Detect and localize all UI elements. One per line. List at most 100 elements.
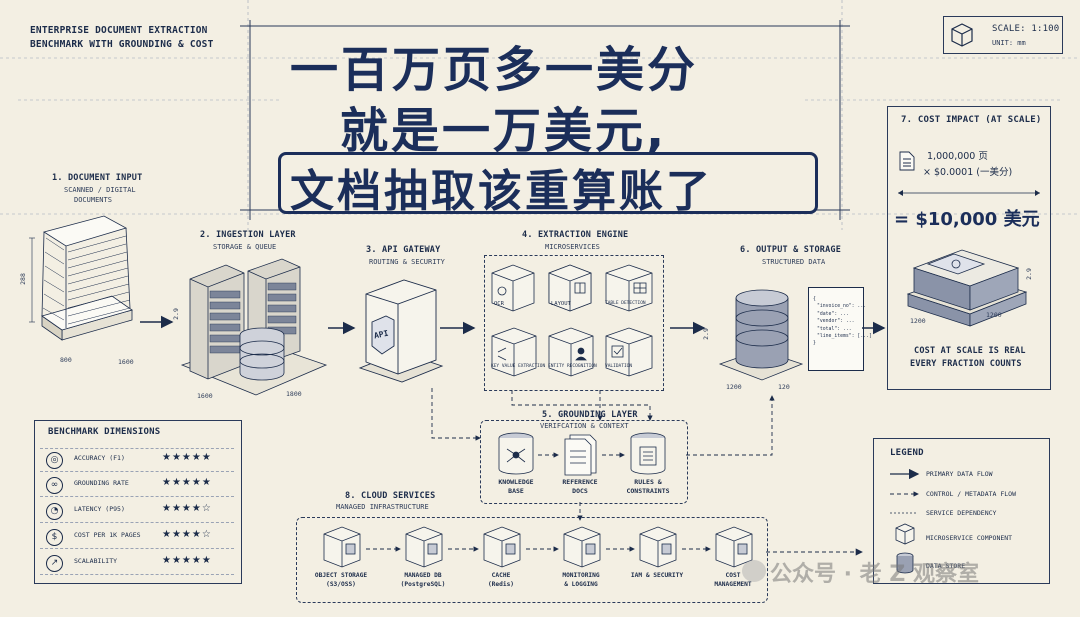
cost-title: 7. COST IMPACT (AT SCALE) — [901, 115, 1042, 125]
header-line-2: BENCHMARK WITH GROUNDING & COST — [30, 39, 214, 50]
json-line: "date": ... — [817, 311, 849, 317]
grounding-frame — [480, 420, 688, 504]
ingestion-dim-width: 1600 — [197, 392, 213, 400]
benchmark-panel — [34, 420, 242, 584]
title-line-1: 一百万页多一美分 — [290, 42, 699, 98]
star-rating: ★★★★☆ — [162, 529, 212, 540]
scale-box: SCALE: 1:100 UNIT: mm — [943, 16, 1063, 54]
cloud-service-sublabel: (PostgreSQL) — [400, 581, 446, 588]
benchmark-row: ◎ACCURACY (F1)★★★★★ — [40, 448, 234, 472]
output-title: 6. OUTPUT & STORAGE — [740, 245, 842, 255]
check-icon — [611, 345, 624, 358]
json-line: "invoice_no": ... — [817, 304, 867, 310]
json-output-document: {"invoice_no": ..."date": ..."vendor": .… — [808, 287, 872, 371]
api-title: 3. API GATEWAY — [366, 245, 441, 255]
cloud-service-label: CACHE — [491, 572, 511, 579]
engine-module-label: TABLE DETECTION — [605, 301, 646, 306]
api-sub: ROUTING & SECURITY — [369, 258, 445, 266]
engine-title: 4. EXTRACTION ENGINE — [522, 230, 629, 240]
grounding-title: 5. GROUNDING LAYER — [540, 410, 640, 420]
legend-data-store: DATA STORE — [926, 562, 966, 570]
engine-module-label: VALIDATION — [605, 364, 633, 369]
cost-dim-depth: 1200 — [986, 311, 1002, 319]
doc-input-title: 1. DOCUMENT INPUT — [52, 173, 143, 183]
benchmark-title: BENCHMARK DIMENSIONS — [48, 427, 161, 437]
grounding-item-3-label-a: RULES & — [634, 478, 662, 486]
legend-control-flow: CONTROL / METADATA FLOW — [926, 490, 1017, 498]
cloud-title: 8. CLOUD SERVICES — [345, 491, 436, 501]
engine-module-label: OCR — [494, 301, 504, 307]
cloud-service-label: OBJECT STORAGE — [314, 572, 368, 579]
title-line-3: 文档抽取该重算账了 — [290, 166, 713, 217]
legend-title: LEGEND — [890, 448, 924, 458]
cache-icon — [483, 526, 521, 568]
cloud-service-label: COST — [725, 572, 741, 579]
cloud-service-sublabel: MANAGEMENT — [714, 581, 752, 588]
grid-icon — [548, 264, 592, 312]
cube-icon — [951, 23, 973, 47]
benchmark-row-label: ACCURACY (F1) — [74, 454, 125, 462]
gauge-icon: ◔ — [46, 503, 63, 520]
title-line-3-frame — [278, 152, 818, 214]
grounding-item-3-label-b: CONSTRAINTS — [626, 487, 670, 495]
engine-module-keyvalue: KEY VALUE EXTRACTION — [488, 326, 545, 380]
grounding-item-1-label-a: KNOWLEDGE — [498, 478, 534, 486]
json-line: "vendor": ... — [817, 319, 855, 325]
benchmark-row: ∞GROUNDING RATE★★★★★ — [40, 474, 234, 497]
doc-input-dim-width: 800 — [60, 356, 72, 364]
dimension-rule — [898, 190, 1040, 196]
document-stack-icon — [29, 215, 133, 341]
grounding-sub: VERIFCATION & CONTEXT — [540, 422, 629, 430]
star-rating: ★★★★★ — [162, 555, 212, 566]
benchmark-row: ↗SCALABILITY★★★★★ — [40, 552, 234, 575]
star-rating: ★★★★☆ — [162, 503, 212, 514]
doc-input-dim-depth: 1600 — [118, 358, 134, 366]
header-line-1: ENTERPRISE DOCUMENT EXTRACTION — [30, 25, 208, 36]
engine-frame — [484, 255, 664, 391]
cloud-sub: MANAGED INFRASTRUCTURE — [336, 503, 429, 511]
grounding-item-2-label-b: DOCS — [572, 487, 588, 495]
reference-docs-icon — [564, 434, 597, 476]
cloud-frame — [296, 517, 768, 603]
watermark-text: 公众号 · 老 Z 观察室 — [770, 562, 979, 587]
growth-icon: ↗ — [46, 555, 63, 572]
cloud-service-sublabel: (Redis) — [487, 581, 515, 588]
scale-label: SCALE: 1:100 — [992, 24, 1060, 34]
cost-dim-width: 1200 — [910, 317, 926, 325]
benchmark-row-label: COST PER 1K PAGES — [74, 531, 141, 539]
link-icon: ∞ — [46, 477, 63, 494]
engine-module-label: ENTITY RECOGNITION — [548, 364, 597, 369]
cost-pages: 1,000,000 页 — [927, 151, 988, 162]
person-icon — [577, 347, 585, 355]
engine-module-label: KEY VALUE EXTRACTION — [491, 364, 546, 369]
wechat-icon — [742, 560, 766, 582]
engine-module-ocr: OCR — [488, 263, 538, 313]
cloud-service-item: MONITORING& LOGGING — [548, 522, 614, 596]
cloud-service-item: IAM & SECURITY — [624, 522, 690, 596]
server-rack-icon — [180, 258, 328, 396]
cost-caption-1: COST AT SCALE IS REAL — [914, 346, 1026, 356]
json-line: "line_items": [...] — [817, 334, 872, 340]
ingestion-dim-depth: 1800 — [286, 390, 302, 398]
eye-icon — [497, 286, 507, 296]
unit-label: UNIT: mm — [992, 39, 1026, 47]
dollar-icon — [715, 526, 753, 568]
doc-input-sub-2: DOCUMENTS — [74, 196, 112, 204]
monitor-icon — [563, 526, 601, 568]
legend-primary-flow: PRIMARY DATA FLOW — [926, 470, 993, 478]
target-icon: ◎ — [46, 452, 63, 469]
doc-input-sub-1: SCANNED / DIGITAL — [64, 186, 136, 194]
page-icon — [899, 151, 915, 171]
cost-rate: × $0.0001 (一美分) — [923, 167, 1013, 178]
bucket-icon — [323, 526, 361, 568]
engine-module-layout-cube: LAYOUT — [545, 263, 595, 317]
title-line-2: 就是一万美元, — [340, 103, 668, 159]
output-sub: STRUCTURED DATA — [762, 258, 826, 266]
cloud-service-label: MANAGED DB — [404, 572, 442, 579]
grounding-item-2-label-a: REFERENCE — [562, 478, 598, 486]
cloud-service-item: OBJECT STORAGE(S3/OSS) — [308, 522, 374, 596]
grounding-item-1-label-b: BASE — [508, 487, 524, 495]
legend-service-dependency: SERVICE DEPENDENCY — [926, 509, 997, 517]
